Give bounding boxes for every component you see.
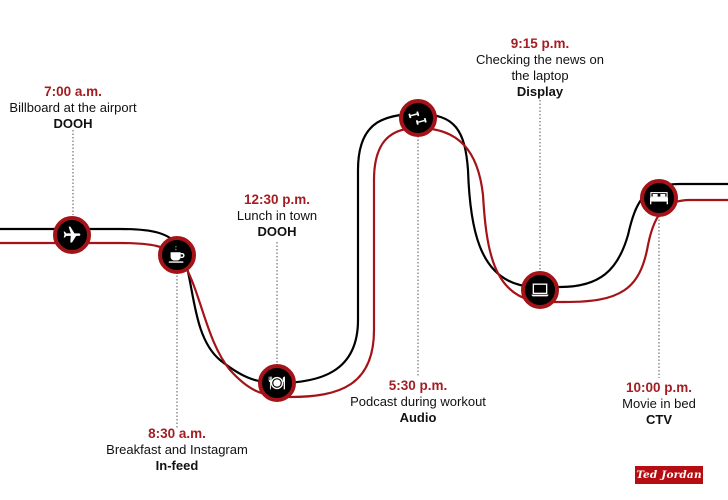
event-channel: Display — [516, 84, 564, 99]
event-description: Billboard at the airport — [9, 100, 137, 115]
marker-airport[interactable] — [53, 216, 91, 254]
event-description: Podcast during workout — [350, 394, 486, 409]
event-label-workout: 5:30 p.m. Podcast during workout Audio — [350, 378, 486, 426]
event-channel: CTV — [646, 412, 672, 427]
marker-movie[interactable] — [640, 179, 678, 217]
event-time: 9:15 p.m. — [510, 36, 570, 51]
marker-breakfast[interactable] — [158, 236, 196, 274]
event-time: 12:30 p.m. — [243, 192, 311, 207]
black-journey-line — [0, 112, 728, 385]
bed-icon — [650, 192, 668, 205]
coffee-cup-icon — [168, 245, 185, 263]
event-description: Lunch in town — [236, 208, 318, 223]
event-description: Checking the news on — [476, 52, 604, 67]
event-channel: Audio — [399, 410, 437, 425]
event-channel: DOOH — [257, 224, 297, 239]
marker-workout[interactable] — [399, 99, 437, 137]
event-description: Breakfast and Instagram — [106, 442, 248, 457]
marker-news[interactable] — [521, 271, 559, 309]
event-time: 10:00 p.m. — [625, 380, 693, 395]
red-journey-line — [0, 126, 728, 399]
event-label-lunch: 12:30 p.m. Lunch in town DOOH — [237, 192, 317, 240]
event-label-news: 9:15 p.m. Checking the news on the lapto… — [476, 36, 604, 100]
event-description-line2: the laptop — [511, 68, 569, 83]
marker-lunch[interactable] — [258, 364, 296, 402]
event-channel: DOOH — [53, 116, 93, 131]
event-time: 8:30 a.m. — [148, 426, 206, 441]
dotted-connectors — [72, 100, 660, 428]
event-description: Movie in bed — [622, 396, 696, 411]
author-logo: Ted Jordan — [635, 466, 703, 484]
event-label-airport: 7:00 a.m. Billboard at the airport DOOH — [9, 84, 136, 132]
event-label-movie: 10:00 p.m. Movie in bed CTV — [622, 380, 696, 428]
event-time: 7:00 a.m. — [44, 84, 102, 99]
dumbbell-icon — [408, 111, 427, 125]
event-label-breakfast: 8:30 a.m. Breakfast and Instagram In-fee… — [106, 426, 248, 474]
airplane-icon — [63, 226, 81, 243]
plate-cutlery-icon — [268, 376, 285, 390]
event-channel: In-feed — [155, 458, 199, 473]
event-time: 5:30 p.m. — [388, 378, 448, 393]
laptop-icon — [531, 283, 549, 297]
